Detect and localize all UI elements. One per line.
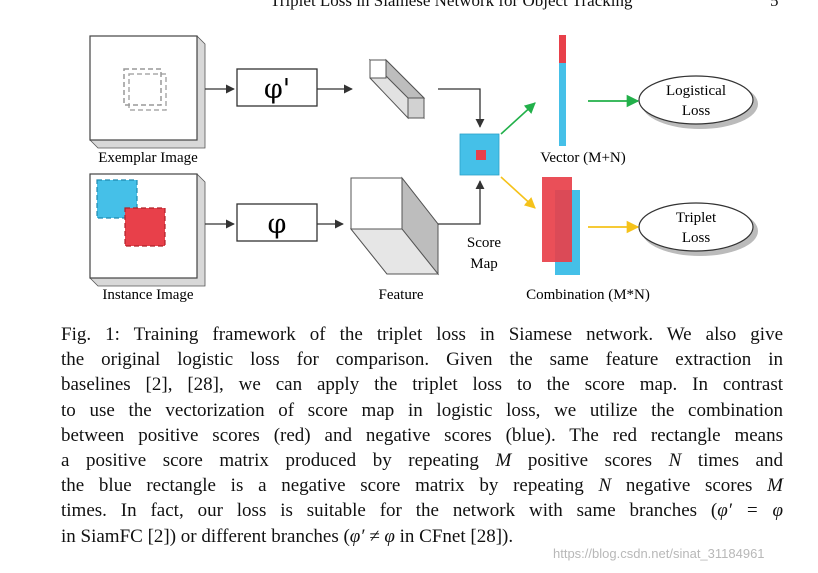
caption-line-5: between positive scores (red) and negati… xyxy=(61,424,783,446)
triplet-loss-label-line-2: Loss xyxy=(682,230,711,246)
running-title: Triplet Loss in Siamese Network for Obje… xyxy=(270,0,633,10)
exemplar-image-box xyxy=(89,35,206,149)
arrow-exemplar-feature-to-score-map xyxy=(438,88,485,128)
caption-line-6: a positive score matrix produced by repe… xyxy=(61,450,783,472)
feature-label: Feature xyxy=(379,287,424,303)
arrow-score-map-to-vector xyxy=(500,102,536,135)
caption-line-8: times. In fact, our loss is suitable for… xyxy=(61,500,784,522)
vector-label: Vector (M+N) xyxy=(540,150,626,166)
score-map-label-line-1: Score xyxy=(467,235,501,251)
phi-prime-symbol: φ' xyxy=(264,74,290,105)
watermark: https://blog.csdn.net/sinat_31184961 xyxy=(553,546,765,561)
caption-line-4: to use the vectorization of score map in… xyxy=(61,399,783,421)
exemplar-feature-block xyxy=(368,58,426,120)
figure-number: Fig. 1: xyxy=(61,324,120,345)
instance-image-label: Instance Image xyxy=(102,287,194,303)
vector-positive-segment xyxy=(559,35,566,63)
combination-label: Combination (M*N) xyxy=(526,287,650,303)
figure-caption: Fig. 1: Training framework of the triple… xyxy=(61,322,783,549)
vector-negative-segment xyxy=(559,63,566,146)
arrow-instance-feature-to-score-map xyxy=(438,180,485,225)
phi-box xyxy=(236,203,318,242)
combination-positive-matrix xyxy=(542,177,572,262)
exemplar-image-label: Exemplar Image xyxy=(98,150,198,166)
score-map-positive-cell xyxy=(476,150,486,160)
logistical-loss-label-line-2: Loss xyxy=(682,103,711,119)
running-header: Triplet Loss in Siamese Network for Obje… xyxy=(270,0,790,11)
triplet-loss-label-line-1: Triplet xyxy=(676,210,717,226)
training-framework-figure: Exemplar Image Instance Image φ' φ Featu… xyxy=(89,35,758,303)
caption-line-1: Fig. 1: Training framework of the triple… xyxy=(61,324,784,345)
caption-line-9: in SiamFC [2]) or different branches (φ′… xyxy=(61,525,514,547)
caption-line-3: baselines [2], [28], we can apply the tr… xyxy=(61,374,783,396)
phi-symbol: φ xyxy=(268,209,287,240)
phi-prime-box xyxy=(236,68,318,107)
logistical-loss-node xyxy=(638,75,758,129)
caption-line-2: the original logistic loss for compariso… xyxy=(61,349,783,371)
caption-line-7: the blue rectangle is a negative score m… xyxy=(61,475,783,497)
instance-image-box xyxy=(89,173,206,287)
logistical-loss-label-line-1: Logistical xyxy=(666,83,726,99)
score-map-label-line-2: Map xyxy=(470,256,498,272)
arrow-score-map-to-combination xyxy=(500,176,536,209)
instance-feature-block xyxy=(349,176,440,276)
triplet-loss-node xyxy=(638,202,758,256)
page-number: 5 xyxy=(770,0,779,10)
